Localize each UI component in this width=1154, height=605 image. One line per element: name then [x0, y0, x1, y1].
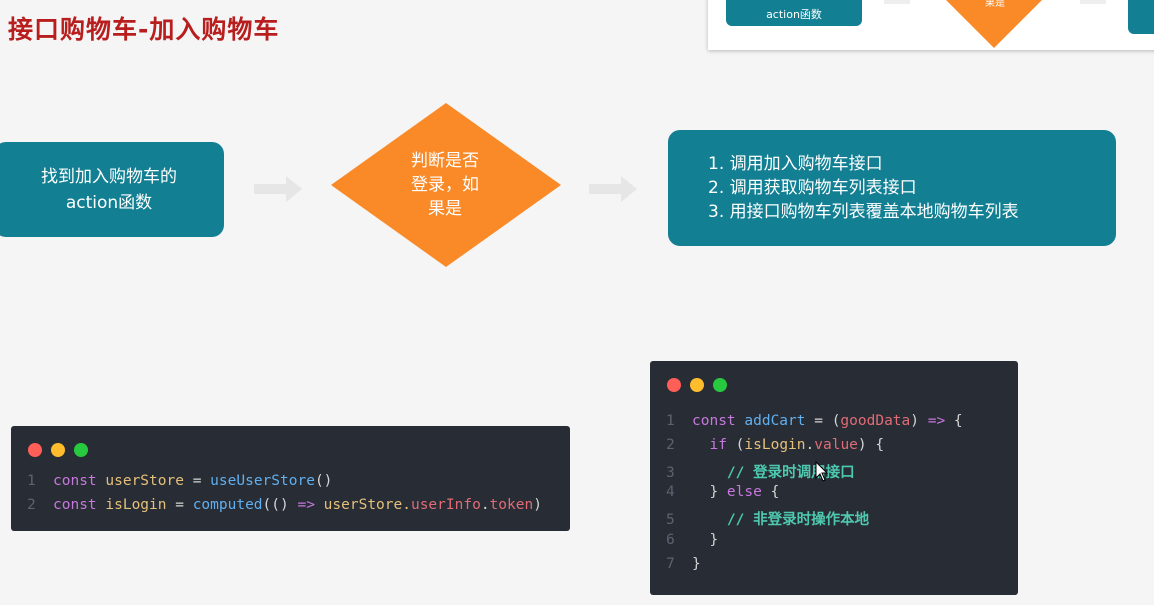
- page-title: 接口购物车-加入购物车: [8, 15, 280, 44]
- line-number: 1: [666, 413, 675, 429]
- code-token: isLogin: [744, 436, 806, 453]
- code-token: {: [945, 413, 963, 429]
- flow-action-item: 2. 调用获取购物车列表接口: [708, 178, 917, 198]
- code-token: ): [533, 496, 542, 513]
- code-line: 4 } else {: [666, 484, 963, 508]
- code-token: ): [910, 413, 928, 429]
- code-token: [692, 512, 727, 528]
- code-token: else: [726, 484, 762, 501]
- code-token: .: [480, 496, 490, 513]
- decision-line: 登录，如: [411, 175, 479, 195]
- maximize-dot-icon: [74, 443, 88, 457]
- code-token: }: [692, 484, 727, 501]
- code-token: ((): [262, 496, 298, 513]
- code-token: goodData: [840, 413, 911, 429]
- code-token: useUserStore: [210, 473, 315, 489]
- flow-step-label: 找到加入购物车的: [41, 166, 177, 187]
- code-token: const: [53, 473, 106, 489]
- code-line: 2 const isLogin = computed(() => userStor…: [27, 497, 542, 521]
- code-token: [692, 465, 727, 481]
- code-token: (): [314, 473, 333, 489]
- code-token: value: [814, 436, 858, 453]
- line-number: 6: [666, 531, 675, 548]
- code-token: userInfo: [410, 496, 481, 513]
- code-token: }: [692, 555, 701, 572]
- code-comment: // 登录时调用接口: [726, 464, 855, 481]
- code-token: = (: [805, 413, 841, 429]
- minimize-dot-icon: [690, 378, 704, 392]
- window-controls: [28, 443, 88, 457]
- thumbnail-arrow: [1080, 0, 1106, 4]
- code-line: 6 }: [666, 532, 963, 556]
- flow-decision-diamond: [331, 103, 561, 267]
- code-token: userStore: [105, 473, 184, 489]
- mouse-pointer-icon: [815, 461, 829, 482]
- code-comment: // 非登录时操作本地: [726, 512, 870, 529]
- code-token: }: [692, 531, 719, 548]
- decision-line: 果是: [428, 199, 462, 219]
- code-token: isLogin: [105, 496, 167, 513]
- code-line: 3 // 登录时调用接口: [666, 461, 963, 485]
- flow-decision-label: 判断是否 登录，如 果是: [395, 149, 495, 221]
- flow-action-item: 3. 用接口购物车列表覆盖本地购物车列表: [708, 202, 1019, 222]
- code-token: if: [709, 436, 727, 453]
- line-number: 2: [27, 496, 36, 513]
- code-token: =: [166, 496, 193, 513]
- close-dot-icon: [667, 378, 681, 392]
- code-token: userStore.: [314, 496, 411, 513]
- flow-step-find-action: 找到加入购物车的 action函数: [0, 142, 224, 237]
- code-token: ) {: [857, 436, 885, 453]
- code-line: 2 if (isLogin.value) {: [666, 437, 963, 461]
- thumbnail-action-box: action函数: [726, 0, 862, 26]
- code-token: computed: [192, 496, 263, 513]
- code-token: (: [726, 436, 745, 453]
- code-token: const: [692, 413, 745, 429]
- line-number: 2: [666, 436, 675, 453]
- thumbnail-arrow: [884, 0, 910, 4]
- code-token: {: [761, 484, 780, 501]
- line-number: 3: [666, 464, 675, 481]
- minimize-dot-icon: [51, 443, 65, 457]
- flow-action-item: 1. 调用加入购物车接口: [708, 154, 883, 174]
- maximize-dot-icon: [713, 378, 727, 392]
- code-token: [692, 437, 709, 453]
- thumbnail-diamond-label: 果是: [985, 0, 1005, 9]
- code-token: =>: [297, 496, 315, 513]
- code-lines: 1 const addCart = (goodData) => { 2 if (i…: [666, 413, 963, 580]
- line-number: 4: [666, 484, 675, 501]
- line-number: 1: [27, 473, 36, 489]
- code-block-add-cart: 1 const addCart = (goodData) => { 2 if (i…: [650, 361, 1018, 595]
- line-number: 7: [666, 555, 675, 572]
- flow-arrow-right-icon: [589, 176, 637, 202]
- flow-step-label: action函数: [65, 192, 153, 213]
- code-token: const: [53, 496, 106, 513]
- flow-actions-list: 1. 调用加入购物车接口 2. 调用获取购物车列表接口 3. 用接口购物车列表覆…: [708, 152, 1019, 224]
- code-token: =: [183, 473, 211, 489]
- code-line: 1 const addCart = (goodData) => {: [666, 413, 963, 437]
- code-token: token: [489, 496, 534, 513]
- code-line: 5 // 非登录时操作本地: [666, 508, 963, 532]
- code-token: =>: [927, 413, 946, 429]
- code-line: 1 const userStore = useUserStore(): [27, 473, 542, 497]
- code-line: 7}: [666, 556, 963, 580]
- flow-arrow-right-icon: [254, 176, 302, 202]
- flow-step-actions: 1. 调用加入购物车接口 2. 调用获取购物车列表接口 3. 用接口购物车列表覆…: [668, 130, 1116, 246]
- flow-thumbnail: action函数 果是: [708, 0, 1154, 50]
- code-token: addCart: [744, 413, 806, 429]
- code-token: .: [805, 436, 815, 453]
- close-dot-icon: [28, 443, 42, 457]
- window-controls: [667, 378, 727, 392]
- thumbnail-result-box: [1128, 0, 1154, 34]
- thumbnail-diamond: [946, 0, 1042, 48]
- line-number: 5: [666, 512, 675, 529]
- code-lines: 1 const userStore = useUserStore() 2 const…: [27, 473, 542, 521]
- decision-line: 判断是否: [411, 151, 479, 171]
- code-block-user-store: 1 const userStore = useUserStore() 2 const…: [11, 426, 570, 531]
